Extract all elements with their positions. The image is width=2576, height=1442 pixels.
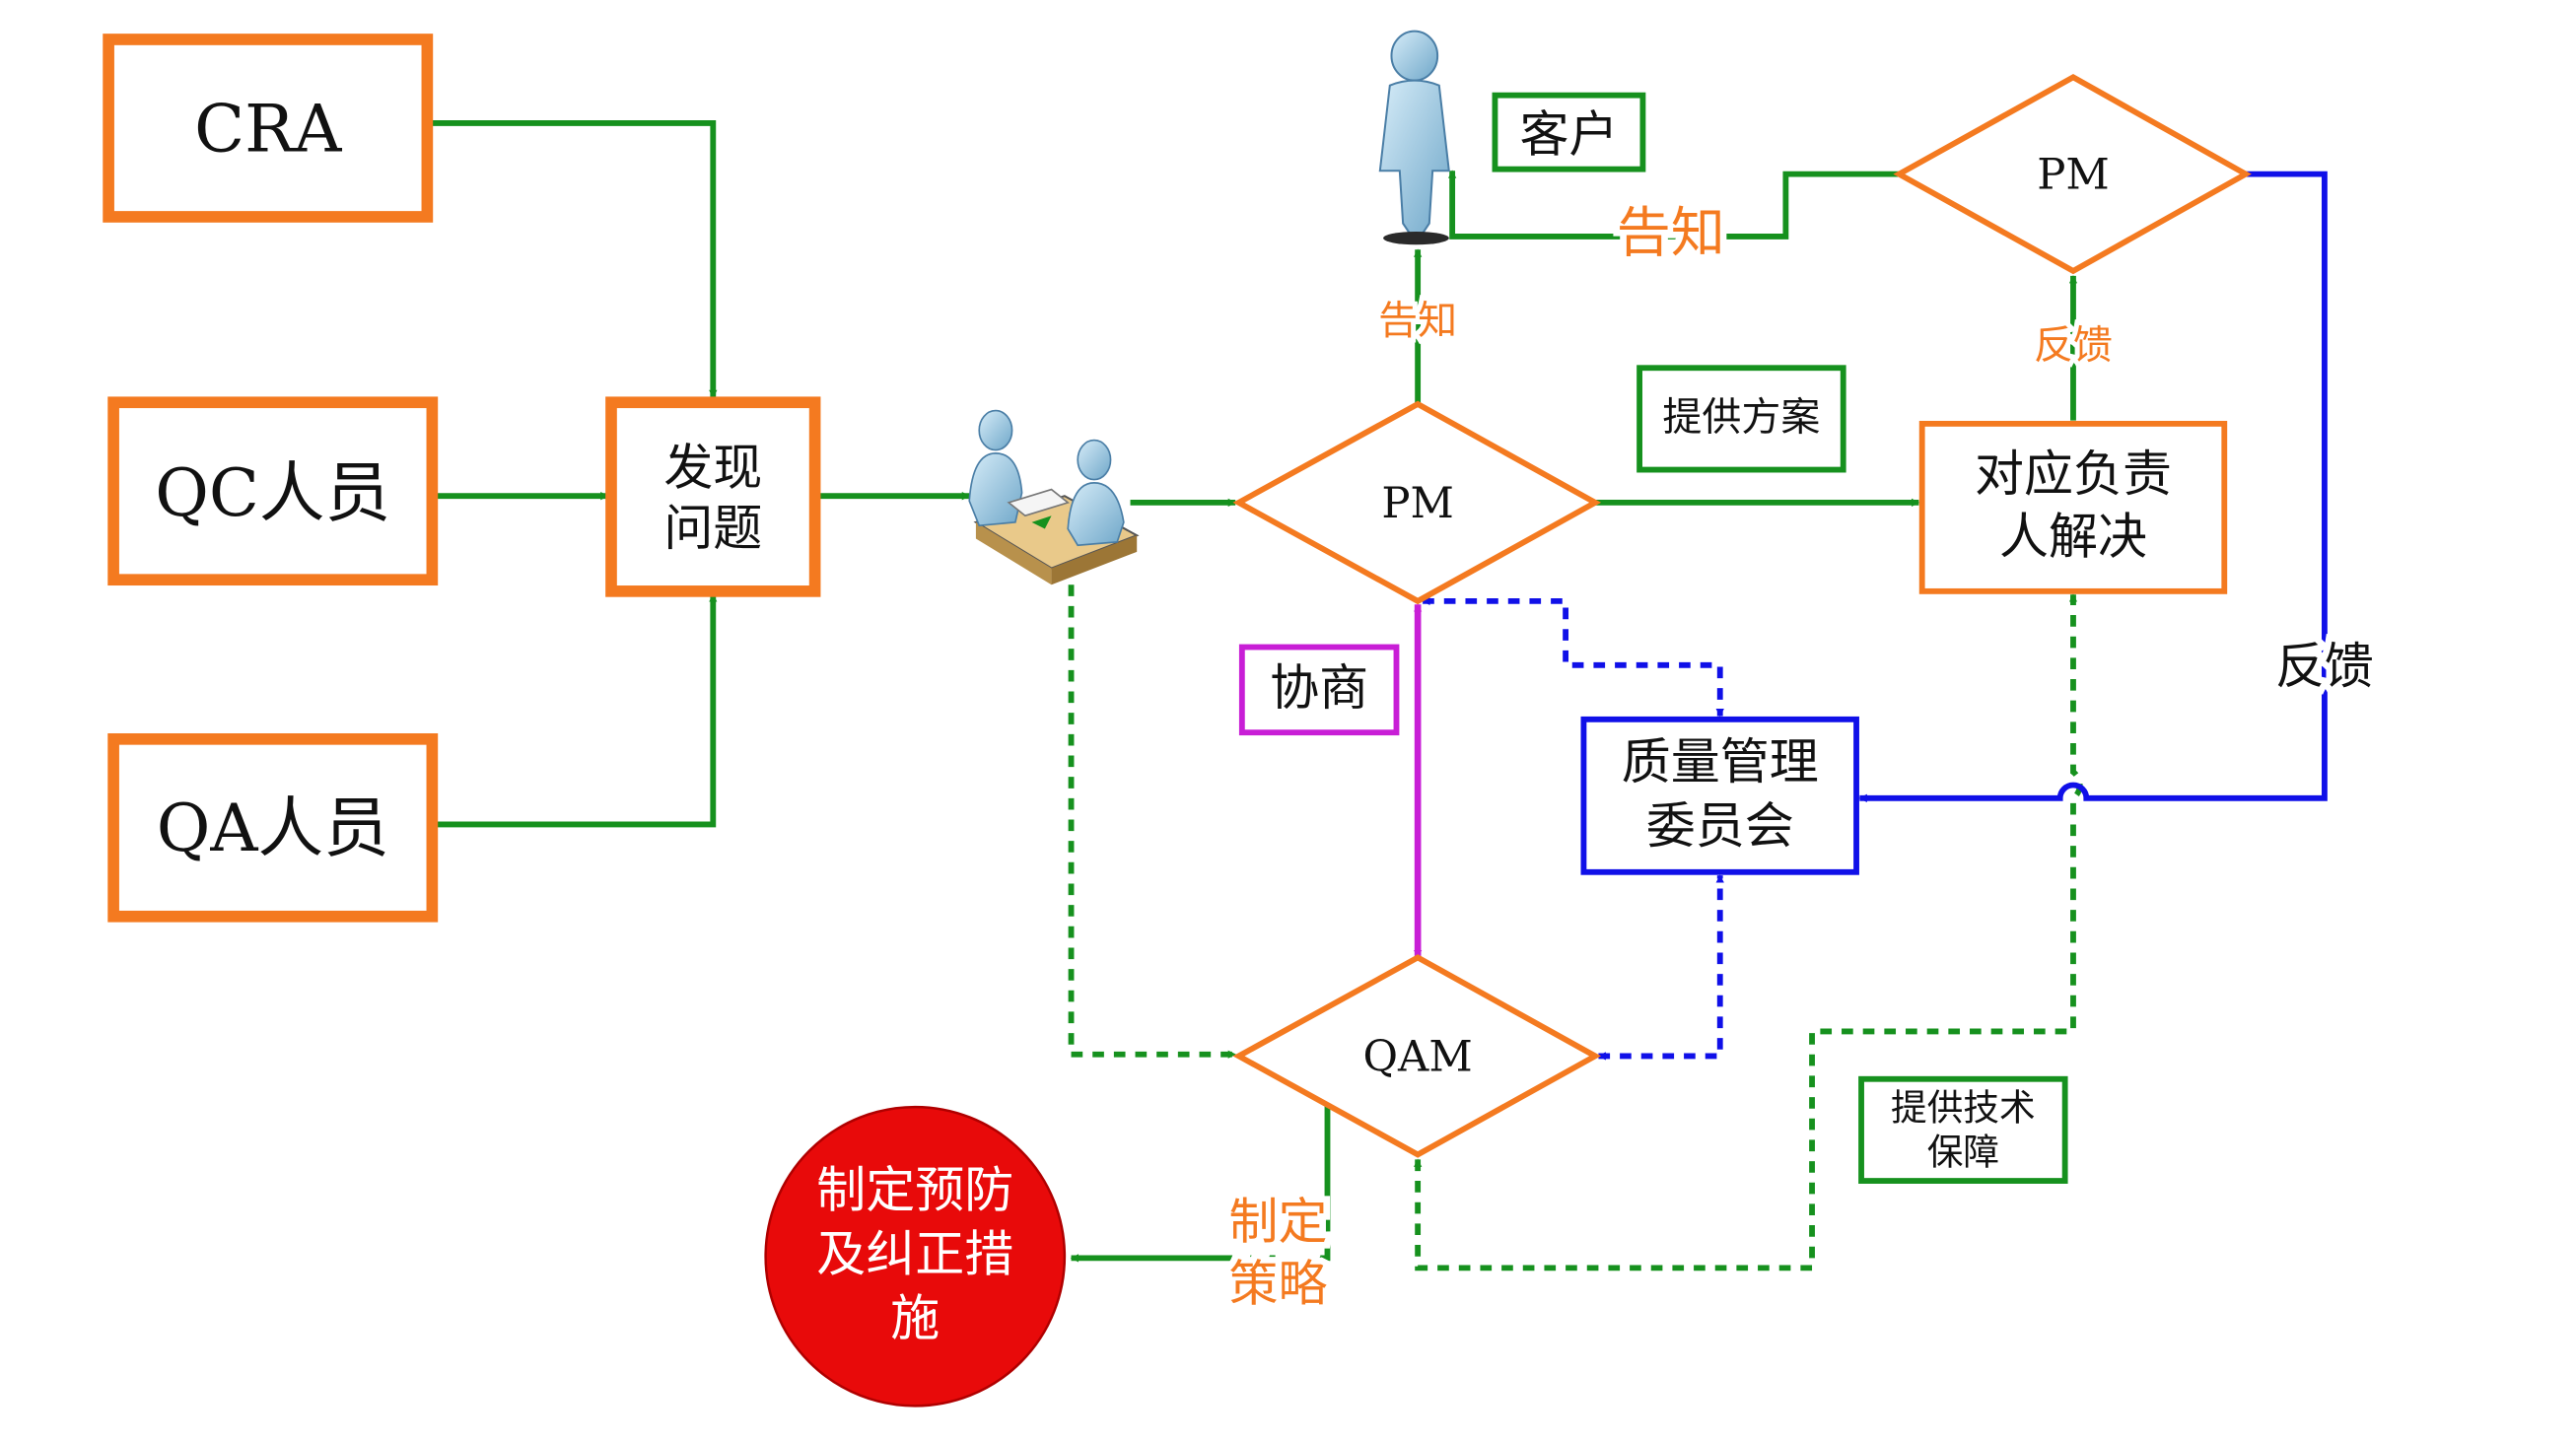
- negotiate-label: 协商: [1270, 659, 1368, 717]
- notify-small-label: 告知: [1378, 298, 1457, 343]
- feedback-right-label: 反馈: [2275, 638, 2374, 695]
- discover-problem-box[interactable]: 发现 问题: [605, 396, 821, 597]
- qa-box[interactable]: QA人员: [107, 732, 439, 923]
- meeting-desk-icon: [968, 409, 1140, 585]
- responsible-line1: 对应负责: [1975, 446, 2172, 503]
- person-standing-icon: [1378, 30, 1450, 245]
- tech-support-box: 提供技术 保障: [1858, 1075, 2068, 1184]
- connector-qa-to-discover: [435, 593, 718, 828]
- tech-support-line1: 提供技术: [1891, 1086, 2036, 1129]
- connector-pm-top-to-customer: [1447, 170, 1900, 240]
- corrective-line3: 施: [890, 1290, 940, 1347]
- connector-feedback-to-committee: [1858, 171, 2328, 802]
- cra-box[interactable]: CRA: [103, 34, 434, 223]
- connector-qam-committee: [1597, 874, 1724, 1061]
- responsible-line2: 人解决: [1999, 509, 2147, 566]
- connector-pm-committee: [1422, 596, 1724, 718]
- pm-top-diamond[interactable]: PM: [1893, 73, 2252, 275]
- committee-line1: 质量管理: [1622, 733, 1819, 790]
- committee-line2: 委员会: [1646, 797, 1794, 855]
- cra-label: CRA: [194, 90, 342, 167]
- quality-committee-box[interactable]: 质量管理 委员会: [1580, 716, 1859, 875]
- connector-cra-to-discover: [430, 120, 718, 399]
- customer-label-box: 客户: [1492, 92, 1646, 172]
- qam-label: QAM: [1363, 1032, 1473, 1081]
- discover-line1: 发现: [663, 440, 762, 497]
- feedback-small-label: 反馈: [2034, 322, 2113, 368]
- tech-support-line2: 保障: [1927, 1131, 1999, 1173]
- corrective-action-circle[interactable]: 制定预防 及纠正措 施: [764, 1105, 1067, 1408]
- corrective-line2: 及纠正措: [816, 1226, 1013, 1283]
- notify-large-label: 告知: [1617, 201, 1725, 264]
- connector-tech-support: [1413, 593, 2083, 1271]
- connectors: [430, 120, 2328, 1271]
- customer-label: 客户: [1519, 105, 1618, 163]
- connector-qam-to-corrective: [1070, 1103, 1331, 1263]
- qam-diamond[interactable]: QAM: [1232, 954, 1602, 1158]
- qc-box[interactable]: QC人员: [107, 396, 439, 586]
- pm-main-diamond[interactable]: PM: [1232, 400, 1602, 605]
- qc-label: QC人员: [155, 454, 390, 531]
- strategy-line2: 策略: [1229, 1256, 1328, 1313]
- pm-main-label: PM: [1381, 479, 1454, 528]
- provide-plan-label: 提供方案: [1662, 395, 1820, 441]
- qa-label: QA人员: [157, 790, 389, 866]
- provide-plan-box: 提供方案: [1636, 365, 1846, 473]
- connector-meeting-to-qam: [1068, 584, 1237, 1059]
- strategy-line1: 制定: [1229, 1193, 1328, 1250]
- discover-line2: 问题: [663, 500, 762, 557]
- corrective-line1: 制定预防: [816, 1162, 1013, 1219]
- pm-top-label: PM: [2037, 151, 2110, 200]
- negotiate-box: 协商: [1238, 644, 1400, 736]
- responsible-person-box[interactable]: 对应负责 人解决: [1918, 420, 2228, 594]
